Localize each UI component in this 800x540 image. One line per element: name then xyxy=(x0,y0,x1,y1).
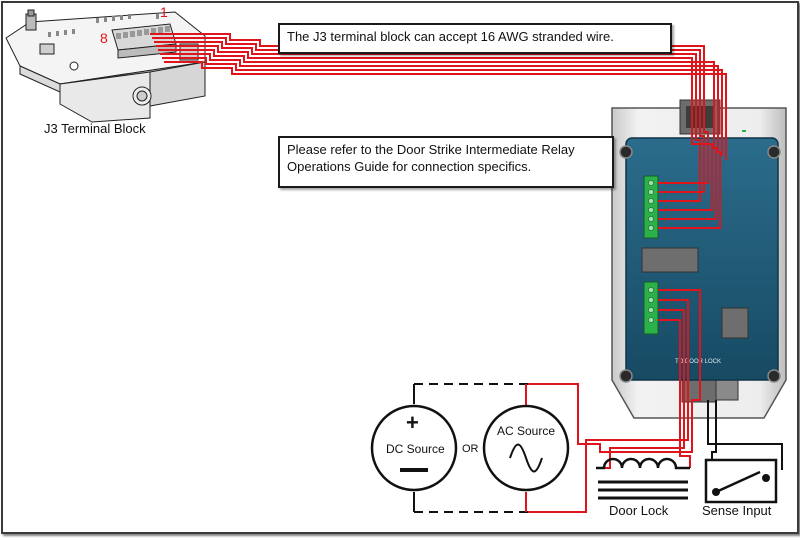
pin-8-label: 8 xyxy=(100,30,108,46)
ac-source-symbol xyxy=(482,404,570,492)
plus-sign: + xyxy=(406,410,419,435)
j3-terminal-block-illustration xyxy=(5,9,206,123)
operations-guide-note-line-1: Please refer to the Door Strike Intermed… xyxy=(287,142,575,157)
sense-input-switch xyxy=(704,458,778,504)
door-lock-symbol xyxy=(596,457,690,500)
ac-source-label: AC Source xyxy=(497,424,556,438)
or-label: OR xyxy=(462,443,479,455)
power-source-group xyxy=(370,383,570,513)
operations-guide-note-line-2: Operations Guide for connection specific… xyxy=(287,159,532,174)
wire-gauge-note-text: The J3 terminal block can accept 16 AWG … xyxy=(287,29,614,44)
pin-1-label: 1 xyxy=(160,4,168,20)
wire-gauge-note: The J3 terminal block can accept 16 AWG … xyxy=(278,23,672,54)
relay-board-label: TO DOOR LOCK xyxy=(675,359,721,365)
operations-guide-note: Please refer to the Door Strike Intermed… xyxy=(278,136,614,188)
j3-terminal-block-label: J3 Terminal Block xyxy=(44,121,146,136)
sense-input-label: Sense Input xyxy=(702,503,772,518)
lower-wiring xyxy=(526,289,701,513)
sine-wave-icon xyxy=(509,443,543,473)
dc-source-label: DC Source xyxy=(386,442,445,456)
door-lock-label: Door Lock xyxy=(609,503,669,518)
dc-source-symbol xyxy=(370,404,458,492)
